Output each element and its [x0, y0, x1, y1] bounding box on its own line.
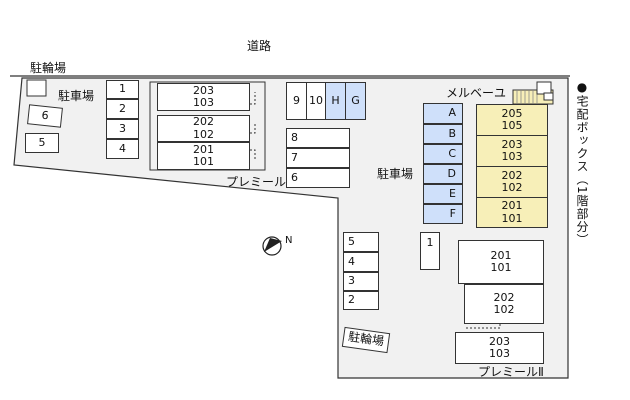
parking-space-C: C [423, 144, 463, 164]
delivery-box-label: ●宅配ボックス（1階部分） [575, 80, 589, 247]
melbeux-unit-202-102: 202 102 [476, 166, 548, 198]
premier-unit-201-101: 201 101 [157, 142, 250, 170]
parking-label-left: 駐車場 [58, 89, 95, 103]
parking-space-4-bottom: 4 [343, 252, 379, 272]
bike-parking-box [26, 79, 47, 97]
premier-dash-2 [222, 122, 256, 134]
unit-upper: 201 [193, 142, 214, 156]
parking-space-3-bottom: 3 [343, 272, 379, 291]
unit-upper: 202 [501, 168, 523, 182]
parking-space-2-bottom: 2 [343, 291, 379, 310]
melbeux-label: メルベーユ [446, 86, 507, 100]
premier-unit-202-102: 202 102 [157, 115, 250, 142]
unit-upper: 201 [490, 248, 512, 262]
parking-space-5-bottom: 5 [343, 232, 379, 252]
melbeux-delivery-box [543, 92, 554, 101]
premier-dash-3 [222, 149, 256, 160]
unit-lower: 101 [193, 155, 214, 168]
premier2-label: プレミールⅡ [478, 365, 544, 379]
parking-space-F: F [423, 204, 463, 224]
parking-space-5-topleft: 5 [25, 133, 59, 153]
melbeux-unit-203-103: 203 103 [476, 135, 548, 167]
premier-outline [149, 81, 266, 171]
unit-lower: 103 [501, 150, 523, 163]
unit-upper: 203 [501, 137, 523, 151]
parking-space-3-left: 3 [106, 119, 139, 139]
parking-space-8: 8 [286, 128, 350, 148]
unit-lower: 103 [489, 347, 510, 360]
unit-upper: 202 [493, 290, 515, 304]
compass-north-label: N [285, 235, 293, 246]
unit-upper: 203 [193, 83, 214, 97]
unit-lower: 105 [501, 119, 523, 132]
premier2-unit-201-101: 201 101 [458, 240, 544, 284]
premier-label: プレミール [226, 175, 287, 189]
melbeux-unit-205-105: 205 105 [476, 104, 548, 136]
premier2-unit-203-103: 203 103 [455, 332, 544, 364]
parking-space-B: B [423, 124, 463, 144]
unit-upper: 202 [193, 115, 214, 129]
unit-upper: 203 [489, 334, 510, 348]
premier-unit-203-103: 203 103 [157, 83, 250, 111]
parking-space-4-left: 4 [106, 139, 139, 159]
road-label: 道路 [247, 39, 272, 53]
premier2-dash-2 [466, 320, 501, 329]
unit-upper: 205 [501, 106, 523, 120]
parking-space-G: G [345, 82, 366, 120]
compass-icon [262, 236, 282, 256]
melbeux-mail-box [536, 81, 552, 95]
unit-lower: 102 [493, 303, 515, 316]
parking-space-10: 10 [306, 82, 326, 120]
bike-parking-label: 駐輪場 [30, 61, 67, 75]
unit-lower: 103 [193, 96, 214, 109]
unit-lower: 102 [193, 127, 214, 141]
unit-lower: 101 [501, 211, 523, 225]
unit-upper: 201 [501, 199, 523, 213]
premier2-unit-202-102: 202 102 [464, 284, 544, 324]
parking-label-center: 駐車場 [377, 167, 414, 181]
parking-space-1-single: 1 [420, 232, 440, 270]
parking-space-6-topleft: 6 [27, 104, 63, 128]
parking-space-D: D [423, 164, 463, 184]
parking-space-9: 9 [286, 82, 307, 120]
premier-dash-1 [222, 92, 256, 105]
parking-space-7: 7 [286, 148, 350, 168]
parking-space-H: H [325, 82, 346, 120]
parking-space-1-left: 1 [106, 80, 139, 99]
parking-space-E: E [423, 184, 463, 204]
parking-space-2-left: 2 [106, 99, 139, 119]
unit-lower: 101 [490, 261, 512, 274]
melbeux-unit-201-101: 201 101 [476, 197, 548, 228]
parking-space-A: A [423, 103, 463, 124]
unit-lower: 102 [501, 181, 523, 194]
parking-space-6-center: 6 [286, 168, 350, 188]
